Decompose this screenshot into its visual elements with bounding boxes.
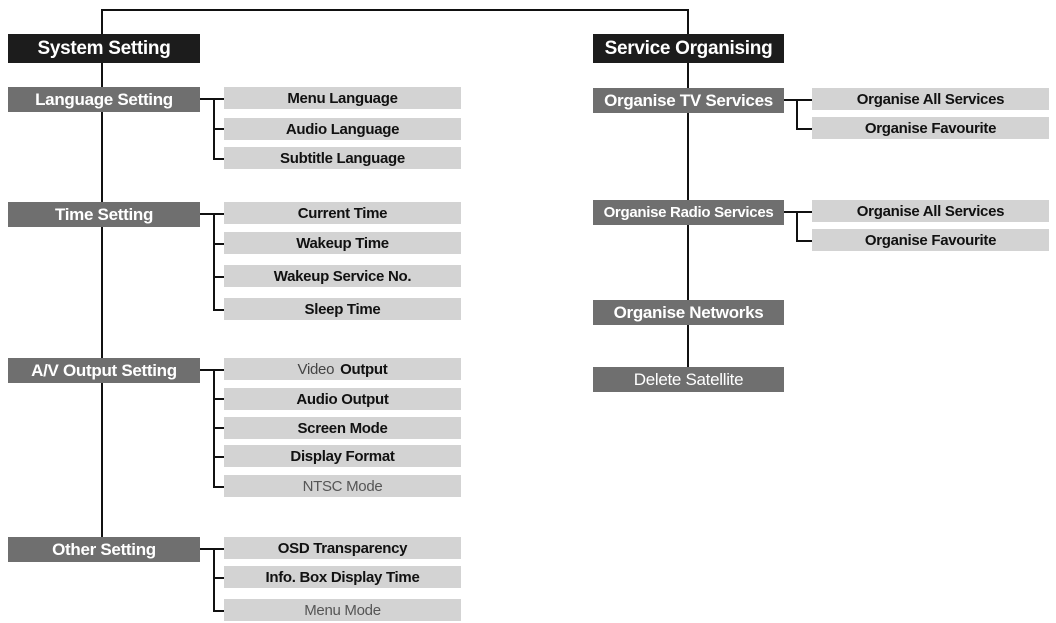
other-tick — [213, 610, 225, 612]
system-trunk-line — [101, 9, 103, 539]
other-branch-line — [200, 548, 214, 550]
organise-networks-node: Organise Networks — [593, 300, 784, 325]
radio-branch-line — [783, 211, 797, 213]
av-tick — [213, 486, 225, 488]
service-trunk-line — [687, 9, 689, 369]
radio-tick — [796, 240, 812, 242]
screen-mode-item: Screen Mode — [224, 417, 461, 439]
radio-tick — [796, 211, 812, 213]
organise-radio-services-node: Organise Radio Services — [593, 200, 784, 225]
av-tick — [213, 456, 225, 458]
top-connector-line — [101, 9, 688, 11]
service-organising-header: Service Organising — [593, 34, 784, 63]
av-tick — [213, 427, 225, 429]
language-setting-node: Language Setting — [8, 87, 200, 112]
subtitle-language-item: Subtitle Language — [224, 147, 461, 169]
av-tick — [213, 398, 225, 400]
audio-output-item: Audio Output — [224, 388, 461, 410]
language-tick — [213, 158, 225, 160]
system-setting-header: System Setting — [8, 34, 200, 63]
time-tick — [213, 243, 225, 245]
time-tick — [213, 276, 225, 278]
organise-tv-services-node: Organise TV Services — [593, 88, 784, 113]
tv-tick — [796, 99, 812, 101]
time-tick — [213, 309, 225, 311]
menu-mode-item: Menu Mode — [224, 599, 461, 621]
tv-branch-line — [783, 99, 797, 101]
radio-organise-favourite-item: Organise Favourite — [812, 229, 1049, 251]
radio-branch-vertical — [796, 211, 798, 241]
other-tick — [213, 577, 225, 579]
menu-language-item: Menu Language — [224, 87, 461, 109]
video-output-item: Video Output — [224, 358, 461, 380]
delete-satellite-node: Delete Satellite — [593, 367, 784, 392]
av-output-setting-node: A/V Output Setting — [8, 358, 200, 383]
sleep-time-item: Sleep Time — [224, 298, 461, 320]
tv-organise-all-services-item: Organise All Services — [812, 88, 1049, 110]
wakeup-time-item: Wakeup Time — [224, 232, 461, 254]
info-box-display-time-item: Info. Box Display Time — [224, 566, 461, 588]
other-setting-node: Other Setting — [8, 537, 200, 562]
tv-tick — [796, 128, 812, 130]
time-setting-node: Time Setting — [8, 202, 200, 227]
other-tick — [213, 548, 225, 550]
current-time-item: Current Time — [224, 202, 461, 224]
language-tick — [213, 98, 225, 100]
time-branch-line — [200, 213, 214, 215]
av-tick — [213, 369, 225, 371]
video-word: Video — [297, 360, 335, 378]
ntsc-mode-item: NTSC Mode — [224, 475, 461, 497]
radio-organise-all-services-item: Organise All Services — [812, 200, 1049, 222]
tv-branch-vertical — [796, 99, 798, 129]
time-branch-vertical — [213, 213, 215, 310]
other-branch-vertical — [213, 548, 215, 611]
wakeup-service-no-item: Wakeup Service No. — [224, 265, 461, 287]
audio-language-item: Audio Language — [224, 118, 461, 140]
language-tick — [213, 128, 225, 130]
time-tick — [213, 213, 225, 215]
language-branch-line — [200, 98, 214, 100]
osd-transparency-item: OSD Transparency — [224, 537, 461, 559]
tv-organise-favourite-item: Organise Favourite — [812, 117, 1049, 139]
display-format-item: Display Format — [224, 445, 461, 467]
av-branch-line — [200, 369, 214, 371]
output-word: Output — [340, 360, 388, 378]
